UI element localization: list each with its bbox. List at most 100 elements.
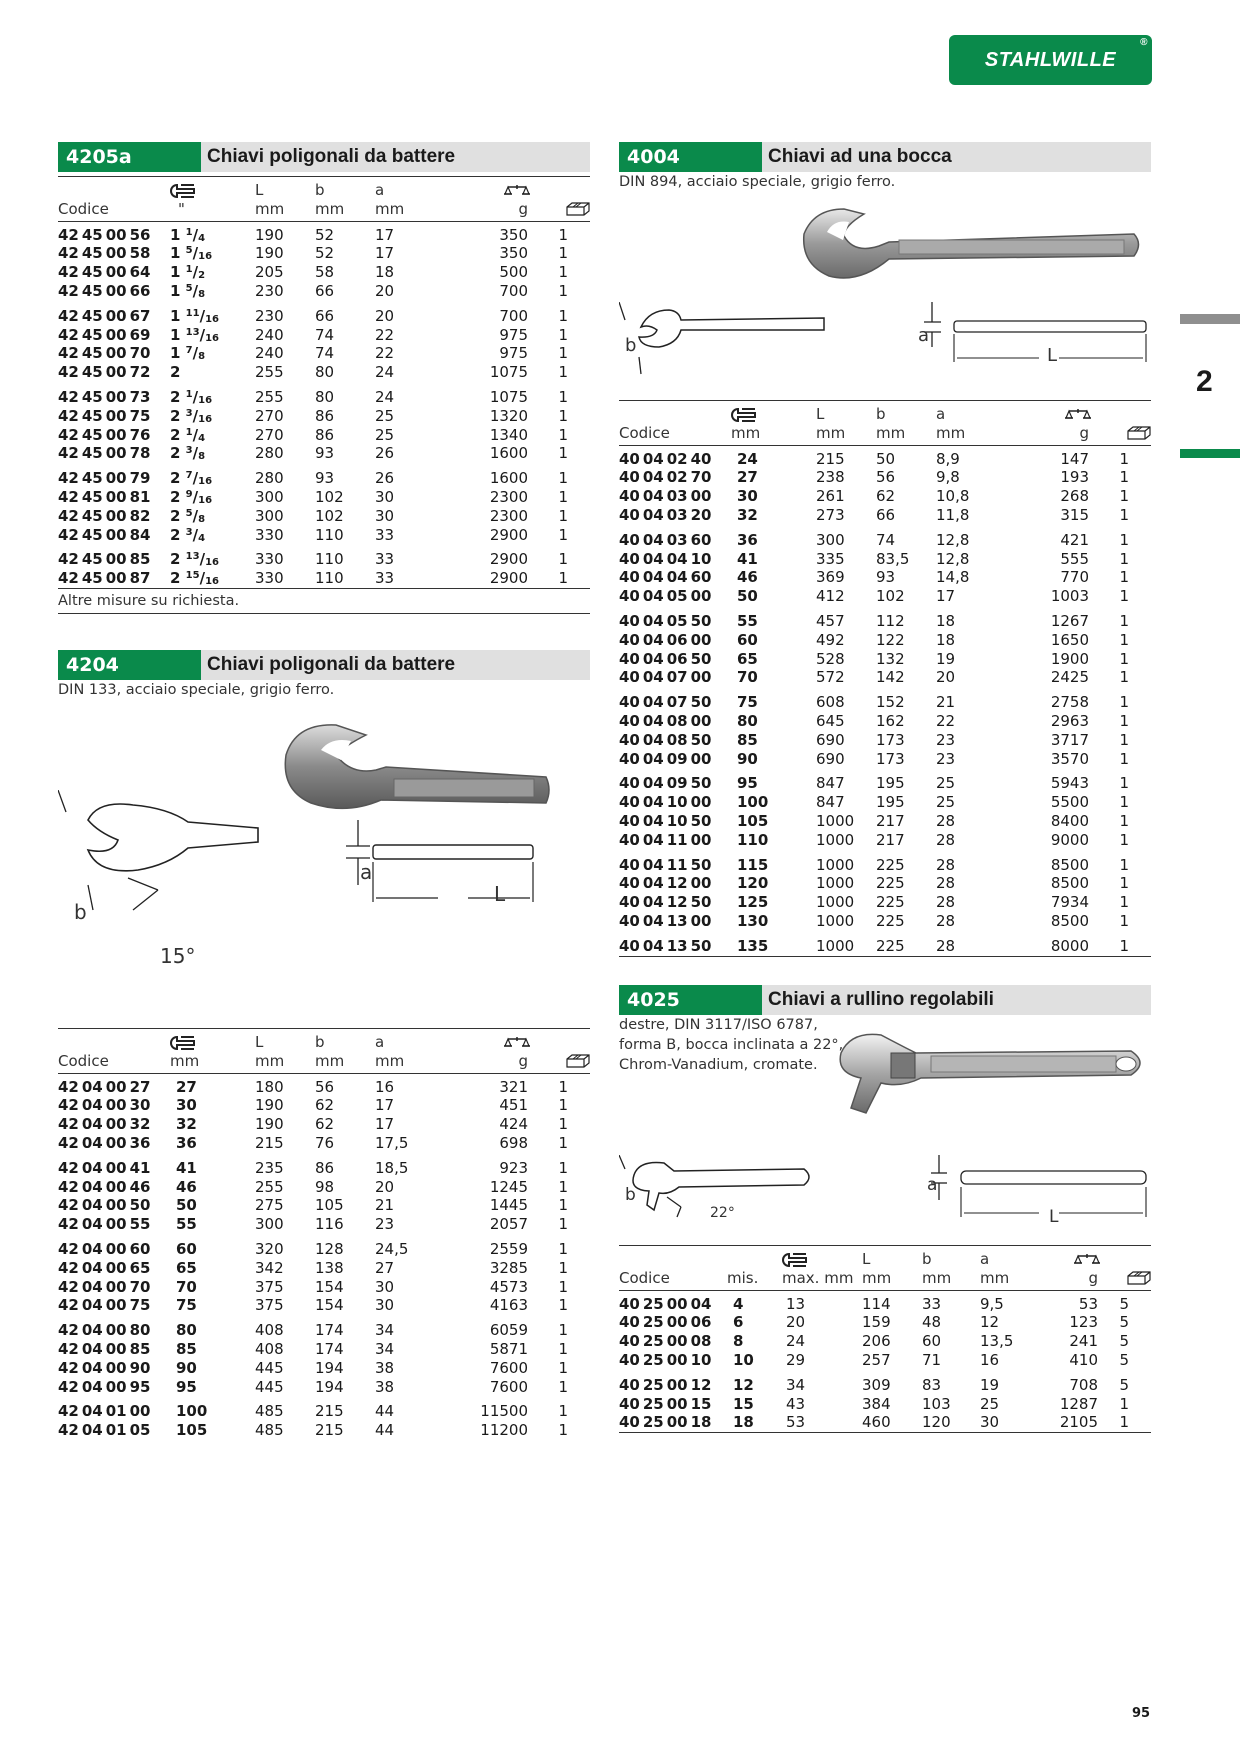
col-b: b xyxy=(876,405,886,423)
width-b: 58 xyxy=(315,263,335,282)
section-description-line-2: forma B, bocca inclinata a 22°, xyxy=(619,1037,844,1053)
wrench-size: 1 5/16 xyxy=(170,244,255,263)
article-code: 42 04 00 70 xyxy=(58,1277,151,1296)
length-L: 270 xyxy=(255,425,284,444)
wrench-size: 65 xyxy=(176,1258,197,1277)
dim-label-L: L xyxy=(494,882,506,906)
pack-qty: 1 xyxy=(1119,449,1129,468)
width-b: 142 xyxy=(876,668,905,687)
length-L: 335 xyxy=(816,549,845,568)
thickness-a: 28 xyxy=(936,811,956,830)
size-whole: 2 xyxy=(170,363,181,382)
col-b-unit: mm xyxy=(922,1268,980,1291)
length-L: 572 xyxy=(816,668,845,687)
col-b: b xyxy=(922,1250,932,1268)
wrench-size: 2 9/16 xyxy=(170,488,255,507)
article-code: 42 04 01 00 xyxy=(58,1402,151,1421)
size-mis: 18 xyxy=(733,1413,754,1432)
article-code: 40 04 07 50 xyxy=(619,693,712,712)
width-b: 154 xyxy=(315,1277,344,1296)
article-code: 40 04 12 50 xyxy=(619,893,712,912)
length-L: 1000 xyxy=(816,811,855,830)
registered-mark: ® xyxy=(1140,37,1148,48)
length-L: 330 xyxy=(255,525,284,544)
wrench-size: 55 xyxy=(176,1215,197,1234)
article-code: 42 04 00 50 xyxy=(58,1196,151,1215)
weight-g: 193 xyxy=(1060,468,1089,487)
width-b: 105 xyxy=(315,1196,344,1215)
dim-label-b: b xyxy=(625,335,637,356)
weight-g: 5871 xyxy=(489,1339,528,1358)
article-code: 40 04 02 70 xyxy=(619,468,712,487)
max-opening: 43 xyxy=(786,1394,806,1413)
width-b: 83 xyxy=(922,1375,942,1394)
width-b: 74 xyxy=(315,325,335,344)
weight-g: 451 xyxy=(499,1096,528,1115)
article-code: 40 04 03 00 xyxy=(619,487,712,506)
thickness-a: 44 xyxy=(375,1402,395,1421)
dim-label-a: a xyxy=(927,1175,938,1195)
section-4204: 4204 Chiavi poligonali da battere DIN 13… xyxy=(58,650,590,1439)
col-codice: Codice xyxy=(58,1051,170,1074)
weight-g: 2105 xyxy=(1059,1413,1098,1432)
thickness-a: 20 xyxy=(375,281,395,300)
wrench-size: 90 xyxy=(737,749,758,768)
length-L: 300 xyxy=(255,487,284,506)
thickness-a: 38 xyxy=(375,1377,395,1396)
width-b: 154 xyxy=(315,1296,344,1315)
width-b: 132 xyxy=(876,649,905,668)
length-L: 309 xyxy=(862,1375,891,1394)
width-b: 86 xyxy=(315,1158,335,1177)
pack-qty: 1 xyxy=(558,1339,568,1358)
wrench-size: 60 xyxy=(176,1239,197,1258)
width-b: 110 xyxy=(315,569,344,588)
col-L-unit: mm xyxy=(862,1268,922,1291)
article-code: 42 04 00 36 xyxy=(58,1133,151,1152)
pack-qty: 1 xyxy=(1119,749,1129,768)
thickness-a: 12,8 xyxy=(936,530,970,549)
weight-icon xyxy=(1030,1246,1100,1269)
thickness-a: 19 xyxy=(980,1375,1000,1394)
length-L: 645 xyxy=(816,711,845,730)
width-b: 86 xyxy=(315,406,335,425)
pack-qty: 1 xyxy=(1119,668,1129,687)
thickness-a: 20 xyxy=(375,306,395,325)
max-opening: 34 xyxy=(786,1375,806,1394)
length-L: 457 xyxy=(816,611,845,630)
pack-qty: 1 xyxy=(1119,730,1129,749)
size-whole: 1 xyxy=(170,325,181,344)
width-b: 195 xyxy=(876,793,905,812)
dim-label-b: b xyxy=(625,1185,636,1205)
size-fraction: 13/16 xyxy=(185,325,219,344)
width-b: 93 xyxy=(876,568,896,587)
article-code: 42 04 00 95 xyxy=(58,1377,151,1396)
wrench-size: 30 xyxy=(176,1096,197,1115)
col-g-unit: g xyxy=(435,199,530,222)
col-b: b xyxy=(315,1033,325,1051)
thickness-a: 20 xyxy=(375,1177,395,1196)
wrench-size: 50 xyxy=(737,587,758,606)
article-code: 40 04 05 50 xyxy=(619,611,712,630)
thickness-a: 30 xyxy=(375,1277,395,1296)
length-L: 255 xyxy=(255,1177,284,1196)
thickness-a: 12 xyxy=(980,1313,1000,1332)
size-fraction: 1/4 xyxy=(185,425,206,444)
article-code: 40 25 00 10 xyxy=(619,1350,712,1369)
length-L: 485 xyxy=(255,1421,284,1440)
weight-g: 1600 xyxy=(489,469,528,488)
pack-qty: 1 xyxy=(558,1177,568,1196)
col-codice: Codice xyxy=(619,423,731,446)
thickness-a: 21 xyxy=(375,1196,395,1215)
length-L: 190 xyxy=(255,1096,284,1115)
length-L: 320 xyxy=(255,1239,284,1258)
